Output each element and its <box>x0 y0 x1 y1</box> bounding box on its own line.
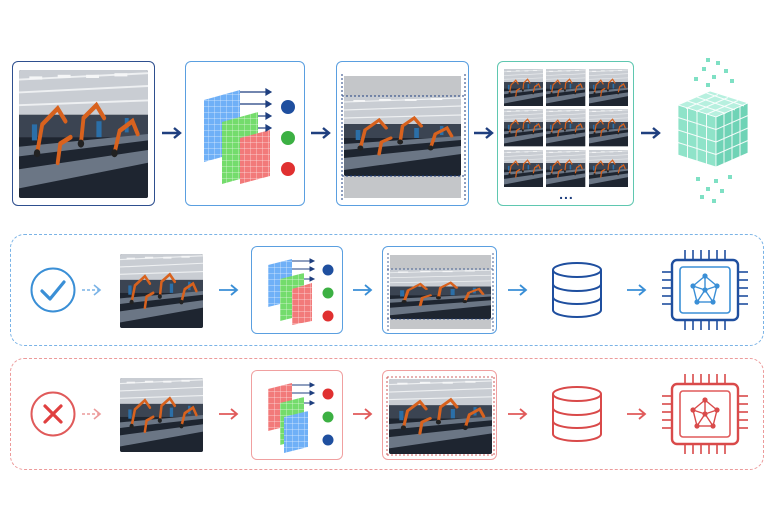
check-icon <box>30 267 76 313</box>
green-dot <box>322 411 334 423</box>
arrow-icon <box>474 127 494 139</box>
thumbnail <box>588 69 628 107</box>
resized-image-card-valid <box>382 246 497 334</box>
arrow-icon <box>627 408 647 420</box>
thumbnail <box>504 109 544 147</box>
thumbnail <box>546 109 586 147</box>
database-icon <box>552 262 602 318</box>
factory-photo <box>120 254 203 328</box>
channel-split-card <box>185 61 305 206</box>
arrow-icon <box>627 284 647 296</box>
channel-split-card-valid <box>251 246 343 334</box>
x-icon <box>30 391 76 437</box>
ai-chip-icon <box>662 374 748 454</box>
arrow-icon <box>353 284 373 296</box>
channel-layers-icon <box>268 382 334 453</box>
blue-dot <box>322 434 334 446</box>
invalid-pipeline-row <box>10 358 764 470</box>
dashed-arrow-icon <box>82 408 102 420</box>
dashed-arrow-icon <box>82 284 102 296</box>
red-dot <box>322 310 334 322</box>
grid-ellipsis: ... <box>559 186 574 202</box>
blue-dot <box>281 100 295 114</box>
arrow-icon <box>508 408 528 420</box>
channel-layers-icon <box>268 258 334 325</box>
blue-dot <box>322 264 334 276</box>
source-image-card <box>12 61 155 206</box>
thumbnail <box>504 149 544 187</box>
valid-pipeline-row <box>10 234 764 346</box>
arrow-icon <box>641 127 661 139</box>
resized-image-card <box>336 61 469 206</box>
factory-photo <box>19 70 148 198</box>
arrow-icon <box>311 127 331 139</box>
resized-image-card-invalid <box>382 370 497 460</box>
green-dot <box>281 131 295 145</box>
factory-photo <box>120 378 203 452</box>
red-dot <box>281 162 295 176</box>
tensor-cube-icon <box>676 58 750 203</box>
channel-split-card-invalid <box>251 370 343 460</box>
thumbnail <box>588 109 628 147</box>
database-icon <box>552 386 602 442</box>
thumbnail <box>546 149 586 187</box>
channel-layers-icon <box>204 87 295 184</box>
thumbnail <box>546 69 586 107</box>
arrow-icon <box>219 408 239 420</box>
arrow-icon <box>353 408 373 420</box>
green-dot <box>322 287 334 299</box>
arrow-icon <box>508 284 528 296</box>
image-grid-card: ... <box>497 61 634 206</box>
ai-chip-icon <box>662 250 748 330</box>
thumbnail-grid <box>504 69 628 187</box>
red-dot <box>322 388 334 400</box>
thumbnail <box>504 69 544 107</box>
arrow-icon <box>219 284 239 296</box>
thumbnail <box>588 149 628 187</box>
arrow-icon <box>162 127 182 139</box>
